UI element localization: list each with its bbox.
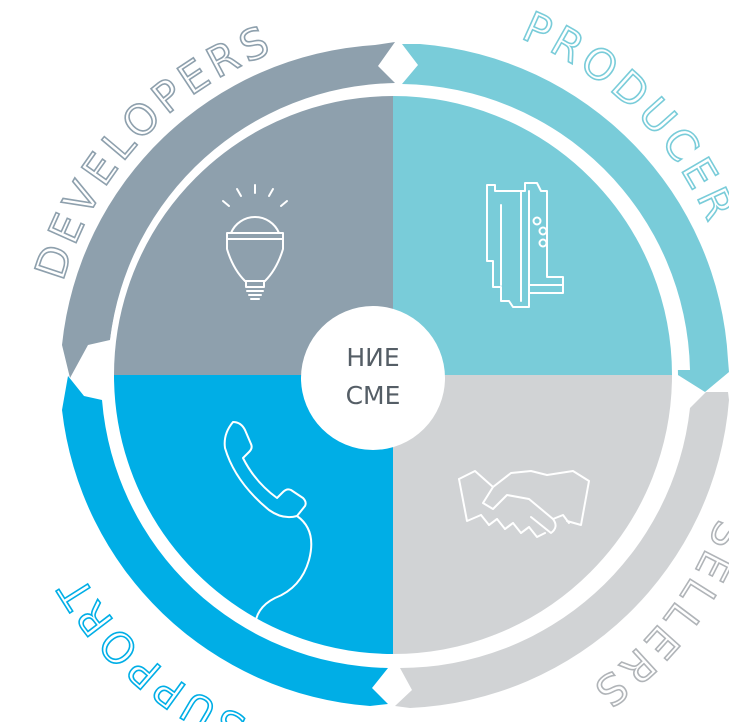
cycle-arrows: [62, 42, 729, 708]
disc-outline: [108, 90, 678, 660]
phone-handset-icon: [223, 421, 313, 629]
sellers-arrow: [395, 392, 729, 708]
lightbulb-icon: [222, 184, 288, 300]
center-label-line2: СМЕ: [346, 381, 401, 410]
center-circle: [301, 306, 445, 450]
developers-arrow: [62, 42, 395, 378]
center-label-line1: НИЕ: [346, 343, 399, 372]
producers-arrow: [402, 44, 729, 392]
din-rail-device-icon: [486, 182, 564, 308]
handshake-icon: [458, 470, 590, 538]
support-arrow: [62, 376, 388, 706]
